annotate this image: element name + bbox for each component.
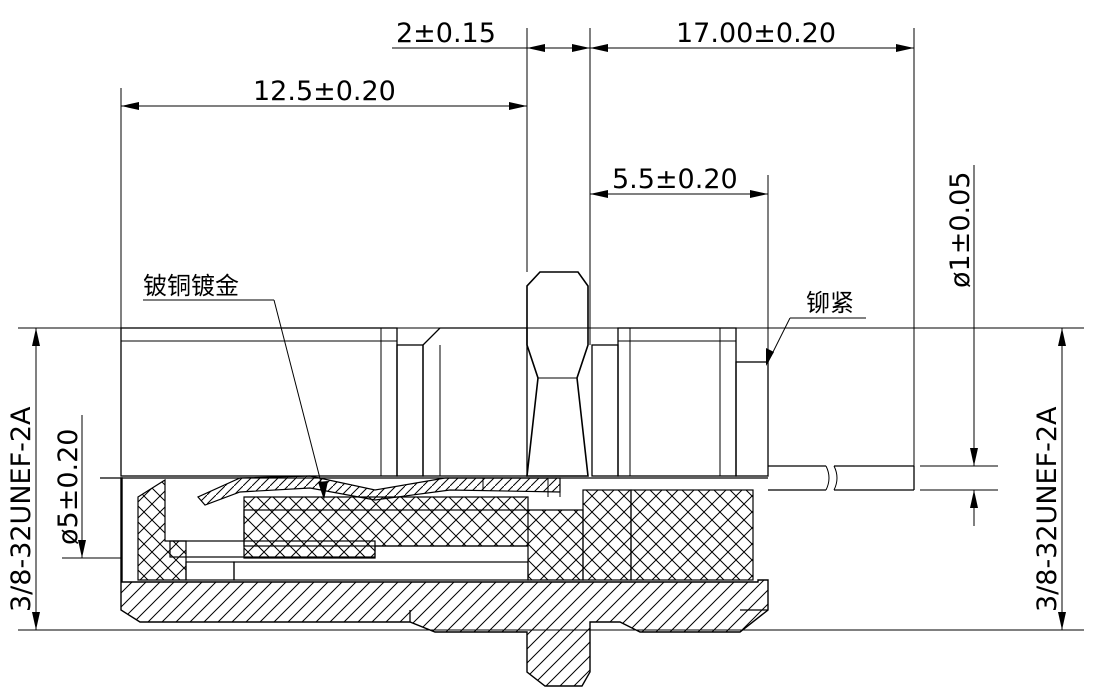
cross-section: [120, 475, 769, 687]
dim-inner-diameter: [78, 415, 86, 558]
dim-inner-diameter-label: ø5±0.20: [53, 429, 84, 545]
connector-body: [100, 271, 915, 491]
dim-overall-right: [590, 44, 914, 52]
dim-overall-left: [121, 102, 527, 110]
riveted-leader: [766, 317, 866, 366]
dim-thread-left: [32, 328, 40, 630]
plating-label: 铍铜镀金: [143, 272, 239, 300]
dim-thread-left-label: 3/8-32UNEF-2A: [6, 406, 37, 612]
riveted-label: 铆紧: [806, 289, 854, 317]
dim-rivet-length-label: 5.5±0.20: [612, 164, 738, 195]
plating-leader: [143, 299, 328, 500]
dim-flange-width-label: 2±0.15: [396, 18, 496, 49]
dim-flange-width: [392, 44, 590, 52]
dim-thread-right-label: 3/8-32UNEF-2A: [1032, 406, 1063, 612]
dim-pin-diameter: [970, 165, 978, 526]
dim-overall-right-label: 17.00±0.20: [676, 18, 836, 49]
extension-lines: [18, 28, 1084, 631]
dim-thread-right: [1058, 328, 1066, 630]
dim-overall-left-label: 12.5±0.20: [253, 76, 396, 107]
dim-rivet-length: [590, 190, 768, 198]
dim-pin-diameter-label: ø1±0.05: [945, 172, 976, 288]
